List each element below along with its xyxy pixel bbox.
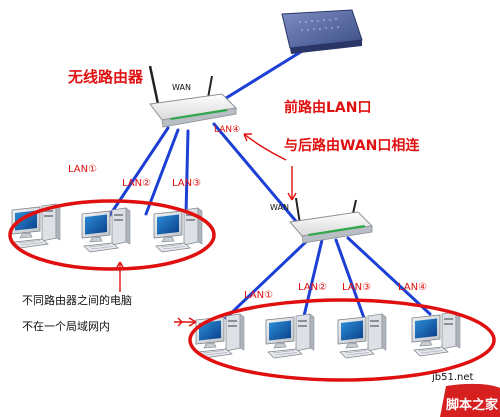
front-router-lan-label: 前路由LAN口	[284, 99, 371, 116]
computer-icon	[265, 313, 315, 359]
lan4-right-label: LAN④	[398, 282, 427, 293]
left-lan-group-ellipse	[8, 199, 216, 271]
computer-icon	[81, 207, 131, 253]
cable-lan2-right	[302, 238, 324, 318]
arrow-to-lan4	[243, 133, 287, 161]
lan4-label-top: LAN④	[214, 125, 240, 135]
lan3-left-label: LAN③	[172, 178, 201, 189]
right-computers	[195, 311, 461, 359]
wan-label-second: WAN	[270, 203, 289, 212]
computer-icon	[195, 313, 245, 359]
wireless-router-label: 无线路由器	[67, 68, 144, 86]
cable-lan2-left	[144, 128, 180, 216]
connect-back-wan-label: 与后路由WAN口相连	[284, 137, 420, 154]
lan3-right-label: LAN③	[342, 282, 371, 293]
lan1-right-label: LAN①	[244, 290, 273, 301]
cable-lan3-right	[334, 238, 366, 320]
computer-icon	[411, 311, 461, 357]
note-line-2: 不在一个局域网内	[22, 319, 110, 333]
lan2-right-label: LAN②	[298, 282, 327, 293]
right-lan-group-ellipse	[188, 298, 496, 382]
computer-icon	[337, 313, 387, 359]
cable-lan3-left	[184, 129, 190, 216]
cables	[106, 38, 432, 320]
second-router-icon	[289, 197, 374, 244]
wireless-router-icon	[148, 65, 238, 128]
cable-lan4-to-second-wan	[212, 122, 302, 228]
annotation-arrows	[115, 133, 297, 327]
lan2-left-label: LAN②	[122, 178, 151, 189]
wan-label-top: WAN	[172, 83, 191, 92]
cable-lan4-right	[346, 236, 432, 316]
modem-icon	[281, 9, 363, 54]
watermark: jb51.net 脚本之家	[431, 372, 500, 417]
cable-lan1-left	[106, 126, 170, 220]
watermark-site: jb51.net	[431, 372, 474, 383]
watermark-brand: 脚本之家	[446, 397, 499, 413]
cable-lan1-right	[224, 236, 312, 320]
lan1-left-label: LAN①	[68, 164, 97, 175]
note-line-1: 不同路由器之间的电脑	[22, 293, 132, 307]
